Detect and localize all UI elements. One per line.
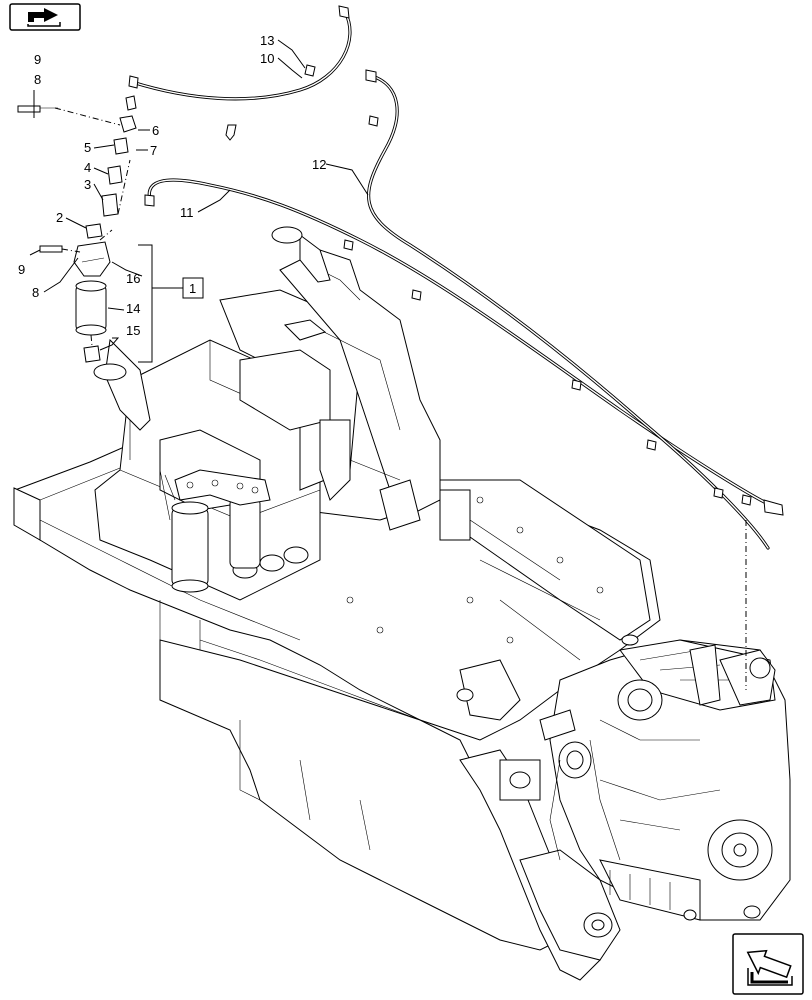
callout-13: 13 bbox=[260, 33, 274, 48]
callout-10: 10 bbox=[260, 51, 274, 66]
callout-9-bottom: 9 bbox=[18, 262, 25, 277]
callout-7: 7 bbox=[150, 143, 157, 158]
previous-page-arrow-icon[interactable] bbox=[9, 3, 81, 31]
filter-assembly bbox=[17, 95, 137, 363]
callout-4: 4 bbox=[84, 160, 91, 175]
tank-filters bbox=[159, 469, 271, 593]
callout-2: 2 bbox=[56, 210, 63, 225]
leader-lines bbox=[29, 39, 369, 363]
hydraulic-tank bbox=[93, 226, 441, 601]
callout-5: 5 bbox=[84, 140, 91, 155]
callout-6: 6 bbox=[152, 123, 159, 138]
callout-11: 11 bbox=[180, 205, 194, 220]
engine bbox=[539, 634, 791, 921]
next-page-arrow-icon[interactable] bbox=[732, 933, 804, 995]
hoses bbox=[128, 5, 784, 690]
callout-12: 12 bbox=[312, 157, 326, 172]
callout-1: 1 bbox=[189, 281, 196, 296]
callout-8-bottom: 8 bbox=[32, 285, 39, 300]
callout-15: 15 bbox=[126, 323, 140, 338]
callout-3: 3 bbox=[84, 177, 91, 192]
callout-14: 14 bbox=[126, 301, 140, 316]
callout-labels: 9 8 13 10 6 5 7 4 3 12 11 2 9 8 16 1 14 … bbox=[18, 33, 326, 338]
callout-8-top: 8 bbox=[34, 72, 41, 87]
callout-9-top: 9 bbox=[34, 52, 41, 67]
callout-16: 16 bbox=[126, 271, 140, 286]
